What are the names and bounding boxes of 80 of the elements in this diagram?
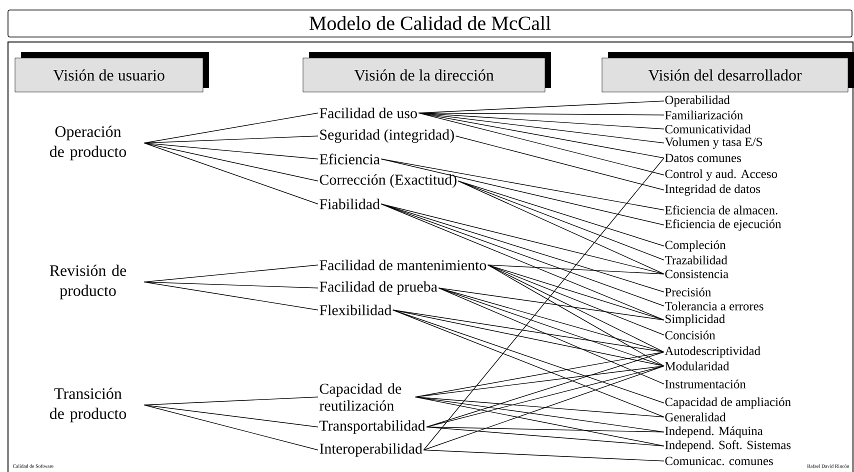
category-label: Operación de producto [50, 126, 126, 160]
connector-line [488, 264, 664, 274]
connector-line [438, 288, 664, 352]
connector-line [415, 396, 664, 418]
criterion-label: Precisión [665, 288, 712, 296]
factor-label: Fiabilidad [320, 198, 380, 210]
criterion-label: Familiarización [665, 110, 743, 120]
connector-line [144, 136, 318, 144]
connector-line [418, 112, 664, 130]
criterion-label: Instrumentación [665, 380, 746, 388]
criterion-label: Eficiencia de almacen. [665, 206, 778, 214]
connector-line [455, 136, 664, 190]
criterion-label: Integridad de datos [665, 184, 760, 196]
connector-line [426, 426, 664, 432]
factor-label: Capacidad de reutilización [320, 383, 402, 411]
connector-line [144, 142, 318, 182]
connector-line [418, 112, 664, 116]
connector-line [423, 450, 664, 462]
connector-line [426, 352, 664, 428]
criterion-label: Tolerancia a errores [664, 302, 764, 310]
connector-line [488, 264, 664, 320]
criterion-label: Datos comunes [665, 154, 741, 162]
title-box: Modelo de Calidad de McCall [8, 10, 852, 38]
factor-label: Corrección (Exactitud) [320, 174, 456, 188]
factor-label: Flexibilidad [320, 304, 392, 316]
connector-line [488, 264, 664, 336]
criterion-label: Trazabilidad [664, 256, 728, 264]
factor-label: Facilidad de prueba [320, 281, 438, 295]
connector-line [380, 158, 664, 210]
criterion-label: Autodescriptividad [664, 346, 760, 358]
category-label: Transición de producto [50, 388, 126, 422]
connector-line [392, 310, 664, 366]
criterion-label: Simplicidad [666, 314, 725, 326]
connector-line [426, 366, 664, 428]
connector-line [380, 204, 664, 274]
factor-label: Facilidad de mantenimiento [320, 260, 486, 270]
connector-line [380, 158, 664, 226]
criterion-label: Control y aud. Acceso [665, 169, 778, 181]
criterion-label: Volumen y tasa E/S [664, 137, 762, 149]
connector-line [415, 366, 664, 398]
criterion-label: Consistencia [665, 270, 728, 278]
connector-line [144, 282, 318, 310]
factor-label: Eficiencia [320, 154, 380, 164]
criterion-label: Generalidad [665, 412, 726, 422]
header-box: Visión de la dirección [302, 52, 551, 92]
connector-line [426, 426, 664, 446]
factor-label: Transportabilidad [319, 420, 426, 434]
header-box: Visión de usuario [14, 52, 209, 92]
criterion-label: Independ. Soft. Sistemas [665, 440, 791, 452]
connector-line [415, 352, 664, 398]
criterion-label: Independ. Máquina [665, 426, 763, 438]
criterion-label: Modularidad [665, 362, 730, 370]
connector-line [144, 404, 318, 450]
criterion-label: Capacidad de ampliación [665, 397, 791, 409]
connector-line [438, 288, 664, 384]
connector-line [144, 396, 318, 406]
factor-label: Seguridad (integridad) [320, 129, 454, 143]
connector-line [415, 396, 664, 446]
connector-line [438, 288, 664, 320]
factor-label: Facilidad de uso [320, 108, 417, 118]
criterion-label: Comunicac. comunes [665, 456, 773, 466]
connector-line [144, 142, 318, 204]
factor-label: Interoperabilidad [320, 443, 422, 457]
category-label: Revisión de producto [50, 264, 126, 300]
connector-line [144, 282, 318, 288]
criterion-label: Comunicatividad [665, 124, 751, 134]
connector-line [423, 366, 664, 450]
connector-line [438, 288, 664, 366]
criterion-label: Compleción [665, 240, 726, 252]
connector-line [418, 112, 664, 144]
connector-line [418, 112, 664, 176]
connector-line [418, 112, 664, 158]
header-box: Visión del desarrollador [602, 52, 854, 92]
criterion-label: Operabilidad [665, 95, 730, 107]
criterion-label: Eficiencia de ejecución [665, 219, 782, 231]
connector-line [423, 158, 664, 450]
connector-line [144, 112, 318, 144]
connector-line [144, 404, 318, 428]
connector-line [144, 142, 318, 160]
criterion-label: Concisión [665, 330, 716, 340]
